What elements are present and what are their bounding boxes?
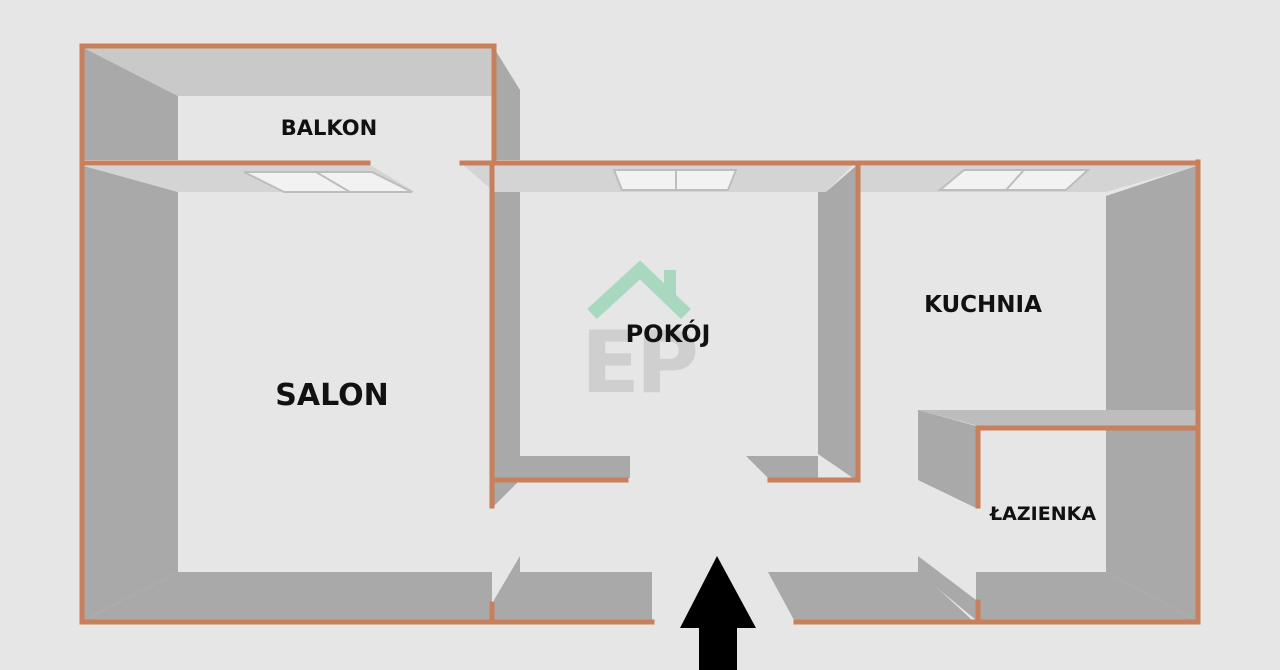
room-label-balkon: BALKON xyxy=(281,116,377,140)
room-label-pokoj: POKÓJ xyxy=(626,318,711,348)
salon-bottom-shadow xyxy=(84,572,492,620)
window-icon xyxy=(243,171,413,193)
pokoj-bottom-left-shadow xyxy=(498,456,630,478)
room-label-kuchnia: KUCHNIA xyxy=(924,292,1042,318)
salon-left-shadow xyxy=(84,166,178,620)
window-icon xyxy=(612,169,738,191)
logo-text: EP xyxy=(581,313,696,413)
salon-right-shadow xyxy=(494,166,520,506)
wall-shading xyxy=(84,48,1196,620)
balkon-left-shadow xyxy=(84,48,178,160)
pokoj-bottom-right-shadow xyxy=(746,456,818,480)
lazienka-bottom-shadow xyxy=(976,572,1196,620)
lazienka-top-wall xyxy=(918,410,1196,426)
hall-bottom-right-shadow xyxy=(768,572,972,620)
window-icon xyxy=(937,169,1091,191)
windows xyxy=(243,169,1091,193)
kuchnia-right-shadow xyxy=(1106,166,1196,424)
lazienka-left-shadow xyxy=(918,410,976,508)
room-label-salon: SALON xyxy=(275,378,388,413)
room-label-lazienka: ŁAZIENKA xyxy=(989,503,1096,525)
pokoj-right-shadow xyxy=(818,166,856,480)
logo-chimney xyxy=(664,270,676,296)
walls xyxy=(79,43,1201,625)
balkon-right-shadow xyxy=(494,48,520,160)
hall-bottom-left-shadow xyxy=(500,572,652,620)
lazienka-right-shadow xyxy=(1106,430,1196,620)
lazienka-door-shadow xyxy=(918,556,976,620)
logo-roof xyxy=(587,260,691,320)
balkon-top-light xyxy=(84,48,494,96)
house-logo-icon: EP xyxy=(581,260,700,413)
balkon-wall xyxy=(79,43,497,165)
entrance-arrow-icon xyxy=(680,556,756,670)
